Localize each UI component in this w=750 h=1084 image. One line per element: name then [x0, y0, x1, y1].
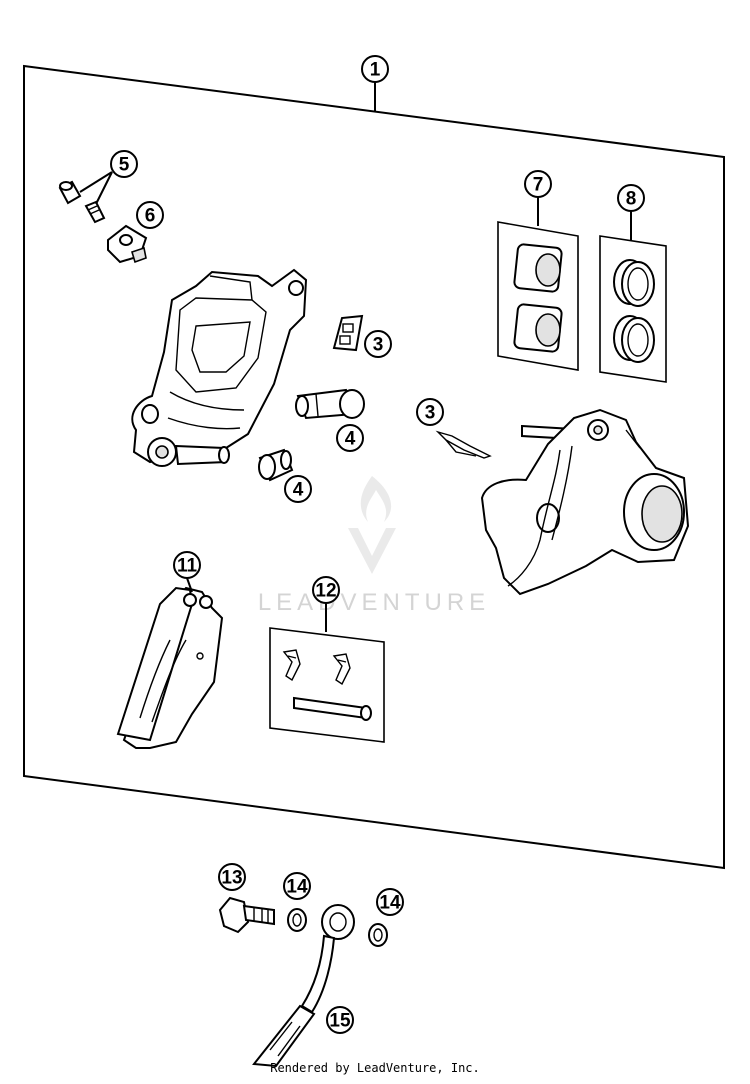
banjo-bolt-part: [218, 896, 275, 934]
svg-text:14: 14: [379, 893, 401, 914]
callout-6: 6: [136, 201, 164, 229]
callout-1: 1: [361, 55, 389, 83]
svg-text:4: 4: [293, 480, 304, 501]
callout-4-upper: 4: [336, 424, 364, 452]
clip-spring-part: [435, 430, 492, 459]
plug-part: [107, 224, 148, 264]
callout-12: 12: [312, 576, 340, 604]
caliper-housing-part: [131, 268, 308, 467]
brake-pads-part: [116, 586, 224, 749]
footer-credit: Rendered by LeadVenture, Inc.: [270, 1061, 480, 1075]
washer-right-part: [368, 923, 388, 947]
caliper-bracket-part: [480, 408, 690, 596]
callout-8: 8: [617, 184, 645, 212]
callout-3-upper: 3: [364, 330, 392, 358]
watermark-logo: [348, 476, 396, 574]
svg-text:11: 11: [177, 556, 198, 577]
callout-14-right: 14: [376, 888, 404, 916]
svg-text:3: 3: [425, 403, 436, 424]
svg-text:8: 8: [626, 189, 637, 210]
slide-pin-part: [295, 388, 365, 420]
callout-4-lower: 4: [284, 475, 312, 503]
callout-14-left: 14: [283, 872, 311, 900]
svg-text:5: 5: [119, 155, 130, 176]
watermark-text: LEADVENTURE: [258, 589, 490, 616]
svg-text:14: 14: [286, 877, 308, 898]
svg-text:12: 12: [315, 581, 336, 602]
svg-text:6: 6: [145, 206, 156, 227]
pistons-panel: [497, 221, 579, 371]
svg-text:4: 4: [345, 429, 356, 450]
svg-text:7: 7: [533, 175, 544, 196]
svg-text:1: 1: [370, 60, 381, 81]
callout-7: 7: [524, 170, 552, 198]
pin-boot-part: [258, 448, 294, 482]
callout-3-right: 3: [416, 398, 444, 426]
callout-5: 5: [110, 150, 138, 178]
spring-plate-part: [332, 314, 364, 352]
svg-text:13: 13: [221, 868, 242, 889]
callout-11: 11: [173, 551, 201, 579]
bleed-screw-part: [58, 180, 106, 224]
brake-hose-part: [252, 904, 355, 1068]
callout-15: 15: [326, 1006, 354, 1034]
svg-text:3: 3: [373, 335, 384, 356]
callout-13: 13: [218, 863, 246, 891]
washer-left-part: [287, 908, 307, 932]
svg-text:15: 15: [329, 1011, 351, 1032]
seals-panel: [599, 235, 667, 383]
pin-clips-panel: [269, 627, 385, 743]
